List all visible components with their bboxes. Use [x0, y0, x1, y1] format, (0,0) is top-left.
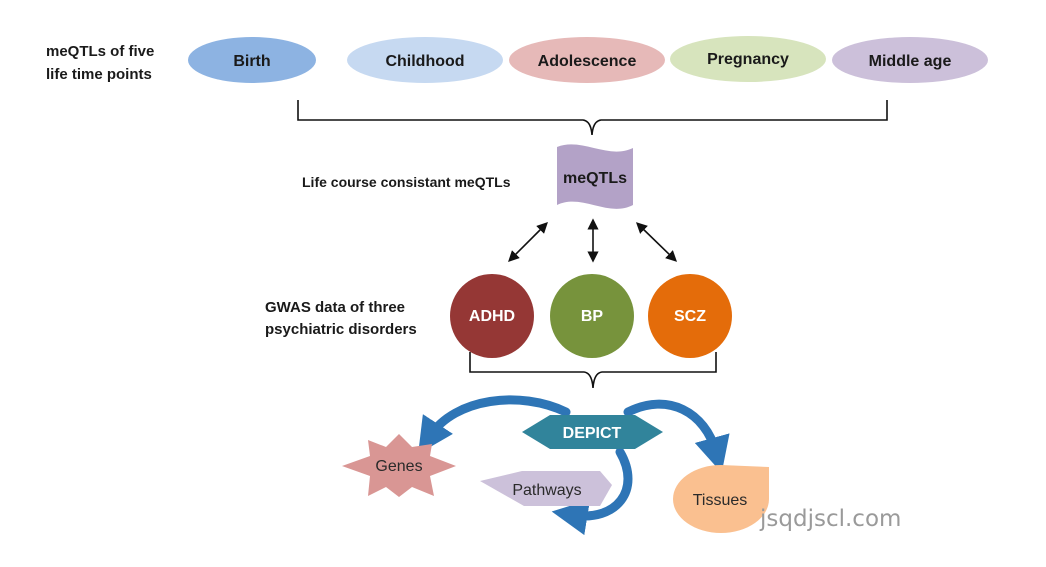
arrow-to-genes	[418, 395, 571, 455]
depict-label: DEPICT	[563, 425, 622, 442]
meqtl-banner: meQTLs	[557, 144, 633, 209]
disorder-bp: BP	[550, 274, 634, 358]
genes-label: Genes	[375, 458, 422, 475]
disorder-bp-label: BP	[581, 308, 604, 325]
timepoints-label-line1: meQTLs of five	[46, 43, 154, 60]
gwas-label-line2: psychiatric disorders	[265, 321, 417, 338]
pathways-label: Pathways	[512, 482, 581, 499]
arrow-to-tissues	[623, 399, 730, 473]
timepoint-pregnancy: Pregnancy	[670, 36, 826, 82]
depict-node: DEPICT	[522, 415, 663, 449]
timepoints-bracket	[297, 100, 888, 136]
disorder-adhd: ADHD	[450, 274, 534, 358]
timepoint-middle-age: Middle age	[832, 37, 988, 83]
timepoint-adolescence: Adolescence	[509, 37, 665, 83]
gwas-label-line1: GWAS data of three	[265, 299, 405, 316]
meqtl-label: meQTLs	[563, 170, 627, 187]
timepoint-childhood-label: Childhood	[385, 53, 464, 70]
double-arrow-left	[508, 222, 548, 262]
timepoint-birth-label: Birth	[233, 53, 270, 70]
tissues-label: Tissues	[693, 492, 748, 509]
disorder-scz-label: SCZ	[674, 308, 706, 325]
timepoint-adolescence-label: Adolescence	[538, 53, 637, 70]
timepoint-birth: Birth	[188, 37, 316, 83]
pathways-node: Pathways	[480, 471, 612, 506]
tissues-node: Tissues	[673, 465, 769, 533]
timepoint-childhood: Childhood	[347, 37, 503, 83]
disorder-scz: SCZ	[648, 274, 732, 358]
double-arrow-right	[635, 222, 678, 262]
timepoint-middle-age-label: Middle age	[869, 53, 952, 70]
genes-node: Genes	[342, 434, 456, 497]
watermark: jsqdjscl.com	[759, 506, 901, 532]
disorders-bracket	[469, 352, 717, 389]
arrow-to-pathways	[551, 447, 633, 536]
disorder-adhd-label: ADHD	[469, 308, 515, 325]
consistent-meqtl-label: Life course consistant meQTLs	[302, 174, 511, 190]
timepoints-label-line2: life time points	[46, 66, 152, 83]
timepoint-pregnancy-label: Pregnancy	[707, 51, 789, 68]
